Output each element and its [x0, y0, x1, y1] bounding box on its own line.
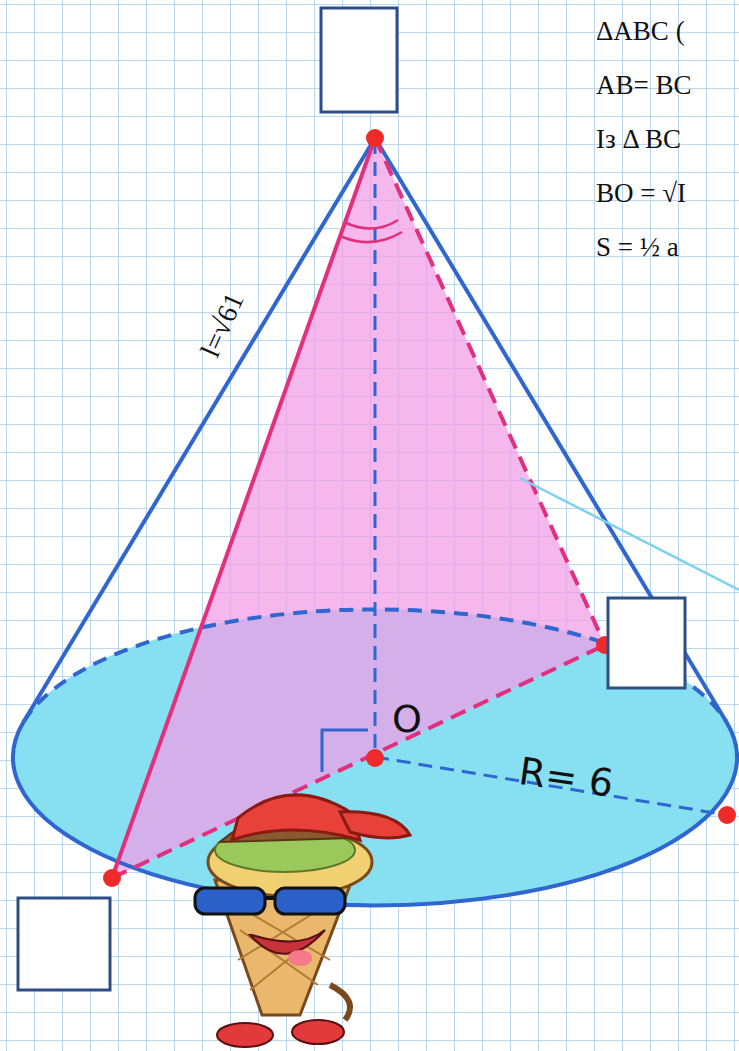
slant-side: [375, 138, 727, 722]
section-edge: [375, 138, 605, 645]
note-line: ΔABC (: [596, 18, 685, 45]
note-line: BO = √I: [596, 180, 686, 207]
section-edge: [112, 138, 375, 878]
base-front-arc: [13, 722, 737, 905]
slant-length: l=√61: [196, 289, 249, 362]
height: [374, 140, 377, 757]
radius-label: R= 6: [517, 752, 616, 803]
answer-box: [608, 598, 685, 688]
note-line: S = ½ a: [596, 234, 679, 261]
points: [103, 129, 736, 887]
angle-arc: [344, 220, 398, 229]
note-line: AB= BC: [596, 72, 692, 99]
point-label: O: [392, 700, 422, 738]
answer-box: [18, 898, 110, 990]
note-line: Із Δ BC: [596, 126, 681, 153]
answer-box: [321, 8, 397, 112]
right-angle-mark: [322, 730, 368, 772]
angle-arc: [340, 232, 402, 242]
leader-line: [520, 478, 739, 590]
ice-cream-character: [195, 795, 410, 1047]
